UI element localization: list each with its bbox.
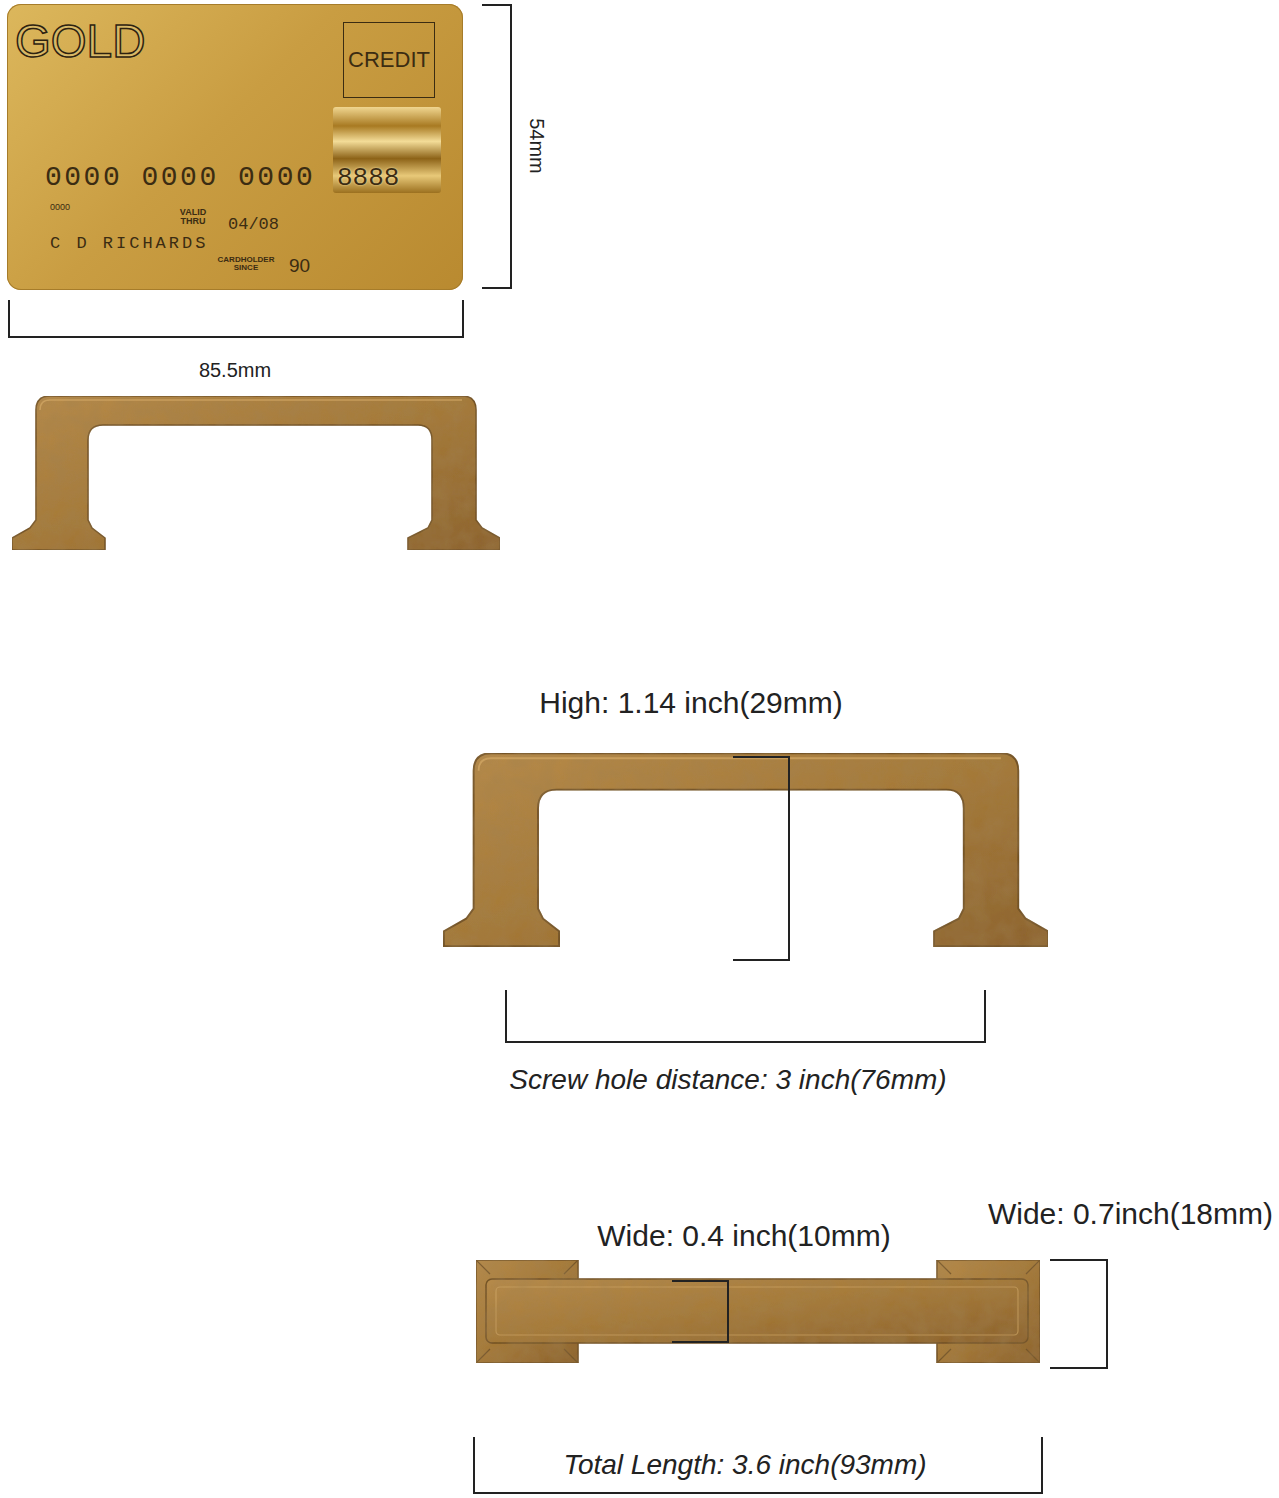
text-slot: VALID THRU	[173, 208, 213, 227]
text-slot: 90	[289, 256, 310, 275]
label-slot: Total Length: 3.6 inch(93mm)	[563, 1451, 926, 1479]
card-number: 0000 0000 0000	[45, 164, 315, 192]
dimension-label: Screw hole distance: 3 inch(76mm)	[509, 1066, 946, 1094]
label-slot: Wide: 0.4 inch(10mm)	[597, 1221, 890, 1251]
pull-bar-face	[496, 1287, 1018, 1335]
dimension-label: High: 1.14 inch(29mm)	[539, 688, 842, 718]
text-slot: 04/08	[228, 216, 279, 233]
since-year: 90	[289, 256, 310, 275]
credit-card: CREDIT 8888 GOLD 0000 0000 0000 0000VALID TH…	[7, 4, 463, 290]
label-slot: 54mm	[527, 118, 547, 174]
credit-box: CREDIT	[343, 22, 435, 98]
pull-top-view	[476, 1260, 1040, 1363]
chip-number: 8888	[337, 165, 399, 191]
label-slot: Wide: 0.7inch(18mm)	[988, 1199, 1273, 1229]
dimension-label: 85.5mm	[199, 360, 271, 380]
valid-thru-label: VALID THRU	[173, 208, 213, 227]
text-slot: GOLD	[15, 18, 145, 64]
pull-bar	[486, 1279, 1028, 1343]
leader-line	[733, 757, 789, 960]
text-slot: 8888	[337, 165, 399, 191]
pull-side-view	[12, 396, 500, 550]
dimension-bracket	[9, 300, 463, 337]
text-slot: 0000 0000 0000	[45, 164, 315, 192]
text-slot: CREDIT	[348, 49, 430, 71]
cardholder-since-label: CARDHOLDER SINCE	[215, 256, 277, 273]
dimension-label: Total Length: 3.6 inch(93mm)	[563, 1451, 926, 1479]
dimension-label: 54mm	[527, 118, 547, 174]
label-slot: Screw hole distance: 3 inch(76mm)	[509, 1066, 946, 1094]
card-small-number: 0000	[50, 203, 70, 212]
pull-side-view-large	[444, 753, 1048, 946]
card-brand: GOLD	[15, 18, 145, 64]
cardholder-name: C D RICHARDS	[50, 235, 208, 252]
credit-label: CREDIT	[348, 49, 430, 71]
label-slot: 85.5mm	[199, 360, 271, 380]
dimension-label: Wide: 0.7inch(18mm)	[988, 1199, 1273, 1229]
dimension-bracket	[482, 5, 511, 288]
dimension-label: Wide: 0.4 inch(10mm)	[597, 1221, 890, 1251]
card-chip: 8888	[333, 107, 441, 193]
leader-line	[1050, 1260, 1107, 1368]
dimension-bracket	[474, 1437, 1042, 1493]
text-slot: CARDHOLDER SINCE	[215, 256, 277, 273]
leader-line	[672, 1281, 728, 1342]
dimension-bracket	[506, 990, 985, 1042]
text-slot: C D RICHARDS	[50, 235, 208, 252]
label-slot: High: 1.14 inch(29mm)	[539, 688, 842, 718]
expiry-date: 04/08	[228, 216, 279, 233]
text-slot: 0000	[50, 203, 70, 212]
